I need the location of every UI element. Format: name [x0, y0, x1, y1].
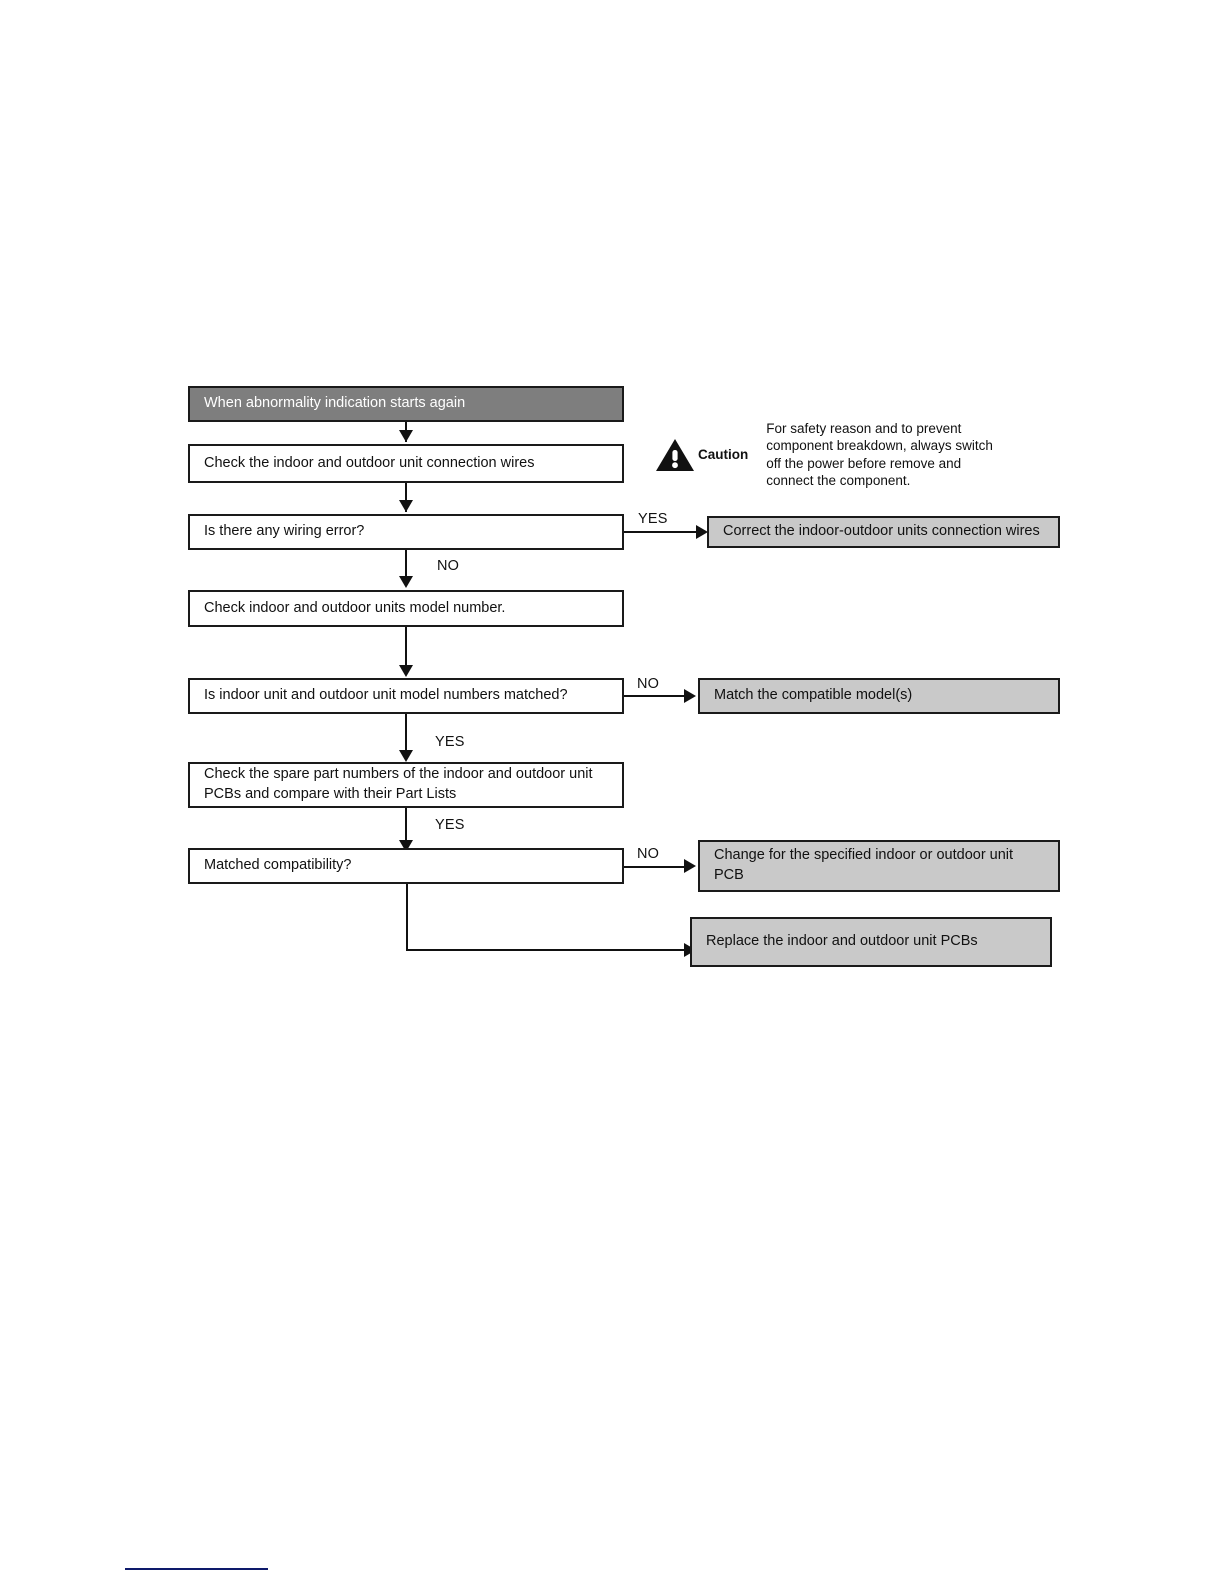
- branch-label-model-matched-no: NO: [637, 676, 660, 692]
- caution-note: Caution For safety reason and to prevent…: [655, 420, 1075, 489]
- decision-matched-compatibility-label: Matched compatibility?: [204, 857, 352, 874]
- branch-label-wiring-error-yes: YES: [638, 511, 668, 527]
- branch-label-spare-parts-yes: YES: [435, 817, 465, 833]
- caution-body-text: For safety reason and to prevent compone…: [766, 421, 993, 488]
- connector-spare-parts-yes: [405, 808, 407, 848]
- connector-wiring-error-yes: [624, 531, 700, 533]
- connector-matched-compat-to-replace: [406, 949, 688, 951]
- arrowhead-header-to-check-wires: [399, 430, 413, 442]
- decision-model-numbers-matched-label: Is indoor unit and outdoor unit model nu…: [204, 687, 568, 704]
- arrowhead-model-matched-no: [684, 689, 696, 703]
- arrowhead-matched-compat-no: [684, 859, 696, 873]
- step-check-model-number-label: Check indoor and outdoor units model num…: [204, 599, 506, 616]
- step-check-spare-part-numbers-label: Check the spare part numbers of the indo…: [204, 766, 593, 802]
- arrowhead-check-model-to-model-matched: [399, 665, 413, 677]
- connector-model-matched-no: [624, 695, 688, 697]
- decision-wiring-error-label: Is there any wiring error?: [204, 523, 365, 540]
- outcome-change-specified-pcb: Change for the specified indoor or outdo…: [698, 840, 1060, 892]
- caution-icon-group: Caution: [655, 437, 748, 473]
- connector-matched-compat-down: [406, 884, 408, 951]
- arrowhead-model-matched-yes: [399, 750, 413, 762]
- arrowhead-wiring-error-yes: [696, 525, 708, 539]
- connector-model-matched-yes: [405, 714, 407, 758]
- step-check-connection-wires-label: Check the indoor and outdoor unit connec…: [204, 454, 535, 471]
- outcome-match-compatible-models: Match the compatible model(s): [698, 678, 1060, 714]
- connector-matched-compat-no: [624, 866, 688, 868]
- outcome-match-compatible-models-label: Match the compatible model(s): [714, 687, 913, 704]
- branch-label-matched-compat-no: NO: [637, 846, 660, 862]
- outcome-replace-unit-pcbs: Replace the indoor and outdoor unit PCBs: [690, 917, 1052, 967]
- step-check-connection-wires: Check the indoor and outdoor unit connec…: [188, 444, 624, 483]
- flow-header-box: When abnormality indication starts again: [188, 386, 624, 422]
- decision-model-numbers-matched: Is indoor unit and outdoor unit model nu…: [188, 678, 624, 714]
- outcome-correct-connection-wires: Correct the indoor-outdoor units connect…: [707, 516, 1060, 548]
- decision-matched-compatibility: Matched compatibility?: [188, 848, 624, 884]
- footer-divider-rule: [125, 1568, 268, 1570]
- arrowhead-check-wires-to-wiring-error: [399, 500, 413, 512]
- connector-wiring-error-no: [405, 550, 407, 581]
- step-check-model-number: Check indoor and outdoor units model num…: [188, 590, 624, 627]
- arrowhead-wiring-error-no: [399, 576, 413, 588]
- caution-word-label: Caution: [698, 447, 749, 463]
- outcome-change-specified-pcb-label: Change for the specified indoor or outdo…: [714, 847, 1014, 883]
- branch-label-model-matched-yes: YES: [435, 734, 465, 750]
- connector-check-wires-to-wiring-error: [405, 483, 407, 512]
- connector-check-model-to-model-matched: [405, 627, 407, 672]
- outcome-replace-unit-pcbs-label: Replace the indoor and outdoor unit PCBs: [706, 933, 978, 950]
- flow-header-label: When abnormality indication starts again: [204, 395, 466, 412]
- outcome-correct-connection-wires-label: Correct the indoor-outdoor units connect…: [723, 523, 1040, 540]
- warning-triangle-icon: [656, 438, 694, 471]
- decision-wiring-error: Is there any wiring error?: [188, 514, 624, 550]
- step-check-spare-part-numbers: Check the spare part numbers of the indo…: [188, 762, 624, 808]
- branch-label-wiring-error-no: NO: [437, 558, 460, 574]
